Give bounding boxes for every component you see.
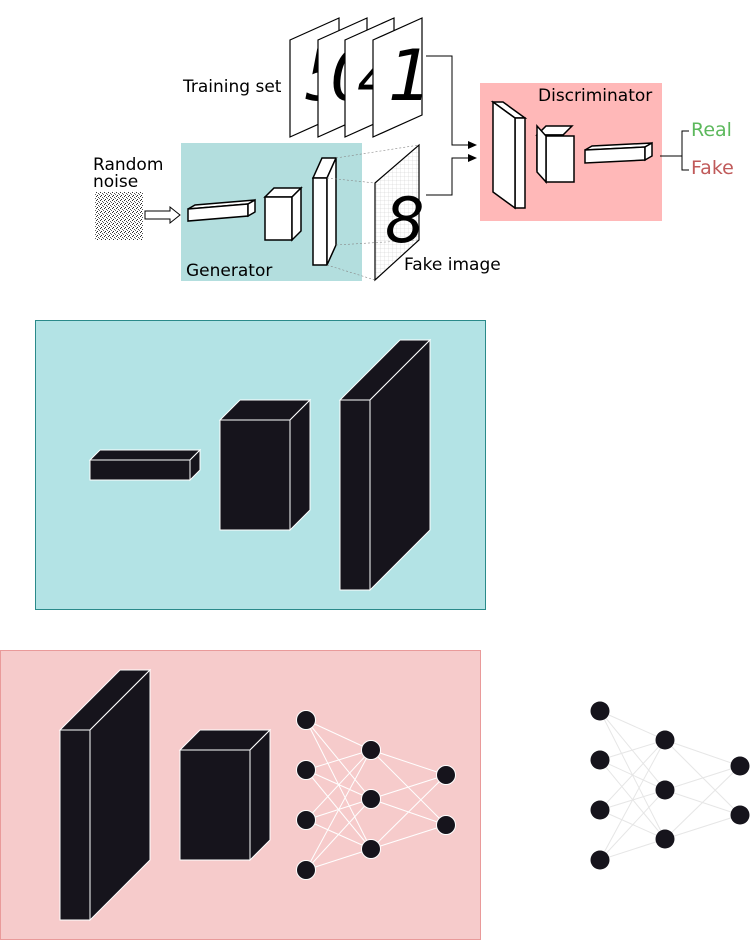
network-node — [655, 730, 675, 750]
network-connection — [305, 719, 372, 751]
network-node — [436, 815, 456, 835]
random-noise-label-line2: noise — [93, 172, 138, 192]
fake-image-label: Fake image — [404, 255, 501, 275]
discriminator-large-conv-block — [178, 728, 272, 862]
network-node — [361, 789, 381, 809]
generator-dense-layer — [187, 198, 256, 222]
network-node — [590, 750, 610, 770]
network-node — [730, 805, 750, 825]
standalone-neural-network — [590, 701, 750, 870]
network-node — [296, 710, 316, 730]
network-connection — [370, 774, 447, 800]
network-node — [436, 765, 456, 785]
training-set-label: Training set — [182, 77, 282, 97]
network-connection — [599, 789, 666, 861]
random-noise-label-line1: Random — [93, 155, 163, 175]
network-connection — [664, 765, 741, 791]
fake-to-discriminator-arrow — [426, 154, 477, 196]
discriminator-dense-layer — [584, 141, 653, 164]
generator-large-dense-block — [88, 448, 202, 482]
discriminator-conv-layer — [535, 124, 575, 184]
network-node — [361, 839, 381, 859]
discriminator-layers-mini — [490, 100, 653, 210]
network-connection — [664, 739, 741, 767]
output-bracket — [660, 130, 689, 171]
network-node — [296, 760, 316, 780]
network-node — [296, 810, 316, 830]
network-connection — [599, 739, 666, 861]
discriminator-large — [0, 650, 481, 940]
network-connection — [370, 749, 447, 776]
generator-layers-mini — [187, 157, 338, 266]
network-connection — [370, 824, 447, 850]
fake-image: 8 — [374, 143, 424, 282]
training-set-images: 5 0 4 1 — [289, 17, 433, 138]
network-connection — [305, 749, 372, 821]
training-image: 1 — [372, 17, 433, 138]
network-node — [361, 740, 381, 760]
discriminator-large-network — [296, 710, 456, 880]
network-connection — [599, 710, 666, 741]
training-digit: 1 — [388, 35, 433, 117]
network-node — [296, 860, 316, 880]
network-connection — [305, 749, 372, 871]
generator-large-conv-block — [218, 398, 312, 532]
real-output-label: Real — [691, 119, 732, 141]
generator-output-layer — [311, 157, 338, 266]
discriminator-label: Discriminator — [538, 86, 652, 106]
network-connection — [599, 739, 666, 811]
generator-conv-layer — [263, 186, 303, 242]
discriminator-large-input-block — [58, 668, 152, 922]
network-node — [730, 756, 750, 776]
noise-image — [95, 192, 143, 240]
network-connection — [664, 814, 741, 840]
network-node — [655, 780, 675, 800]
network-connection — [305, 798, 372, 871]
network-connection — [305, 848, 372, 871]
generator-large-output-block — [338, 338, 432, 592]
noise-to-generator-arrow — [144, 205, 181, 225]
training-to-discriminator-arrow — [426, 55, 477, 149]
network-connection — [664, 765, 741, 840]
discriminator-input-layer — [490, 100, 528, 210]
network-connection — [599, 838, 666, 861]
network-connection — [599, 739, 666, 761]
network-node — [590, 800, 610, 820]
gan-overview: 5 0 4 1 Training set Random noise — [93, 17, 734, 282]
network-node — [655, 829, 675, 849]
fake-image-digit: 8 — [385, 184, 424, 257]
network-connection — [305, 749, 372, 771]
network-node — [590, 850, 610, 870]
network-node — [590, 701, 610, 721]
flow-arrows — [426, 55, 477, 196]
fake-output-label: Fake — [691, 157, 734, 179]
network-connection — [370, 774, 447, 850]
generator-large — [35, 320, 486, 610]
generator-label: Generator — [186, 261, 272, 281]
